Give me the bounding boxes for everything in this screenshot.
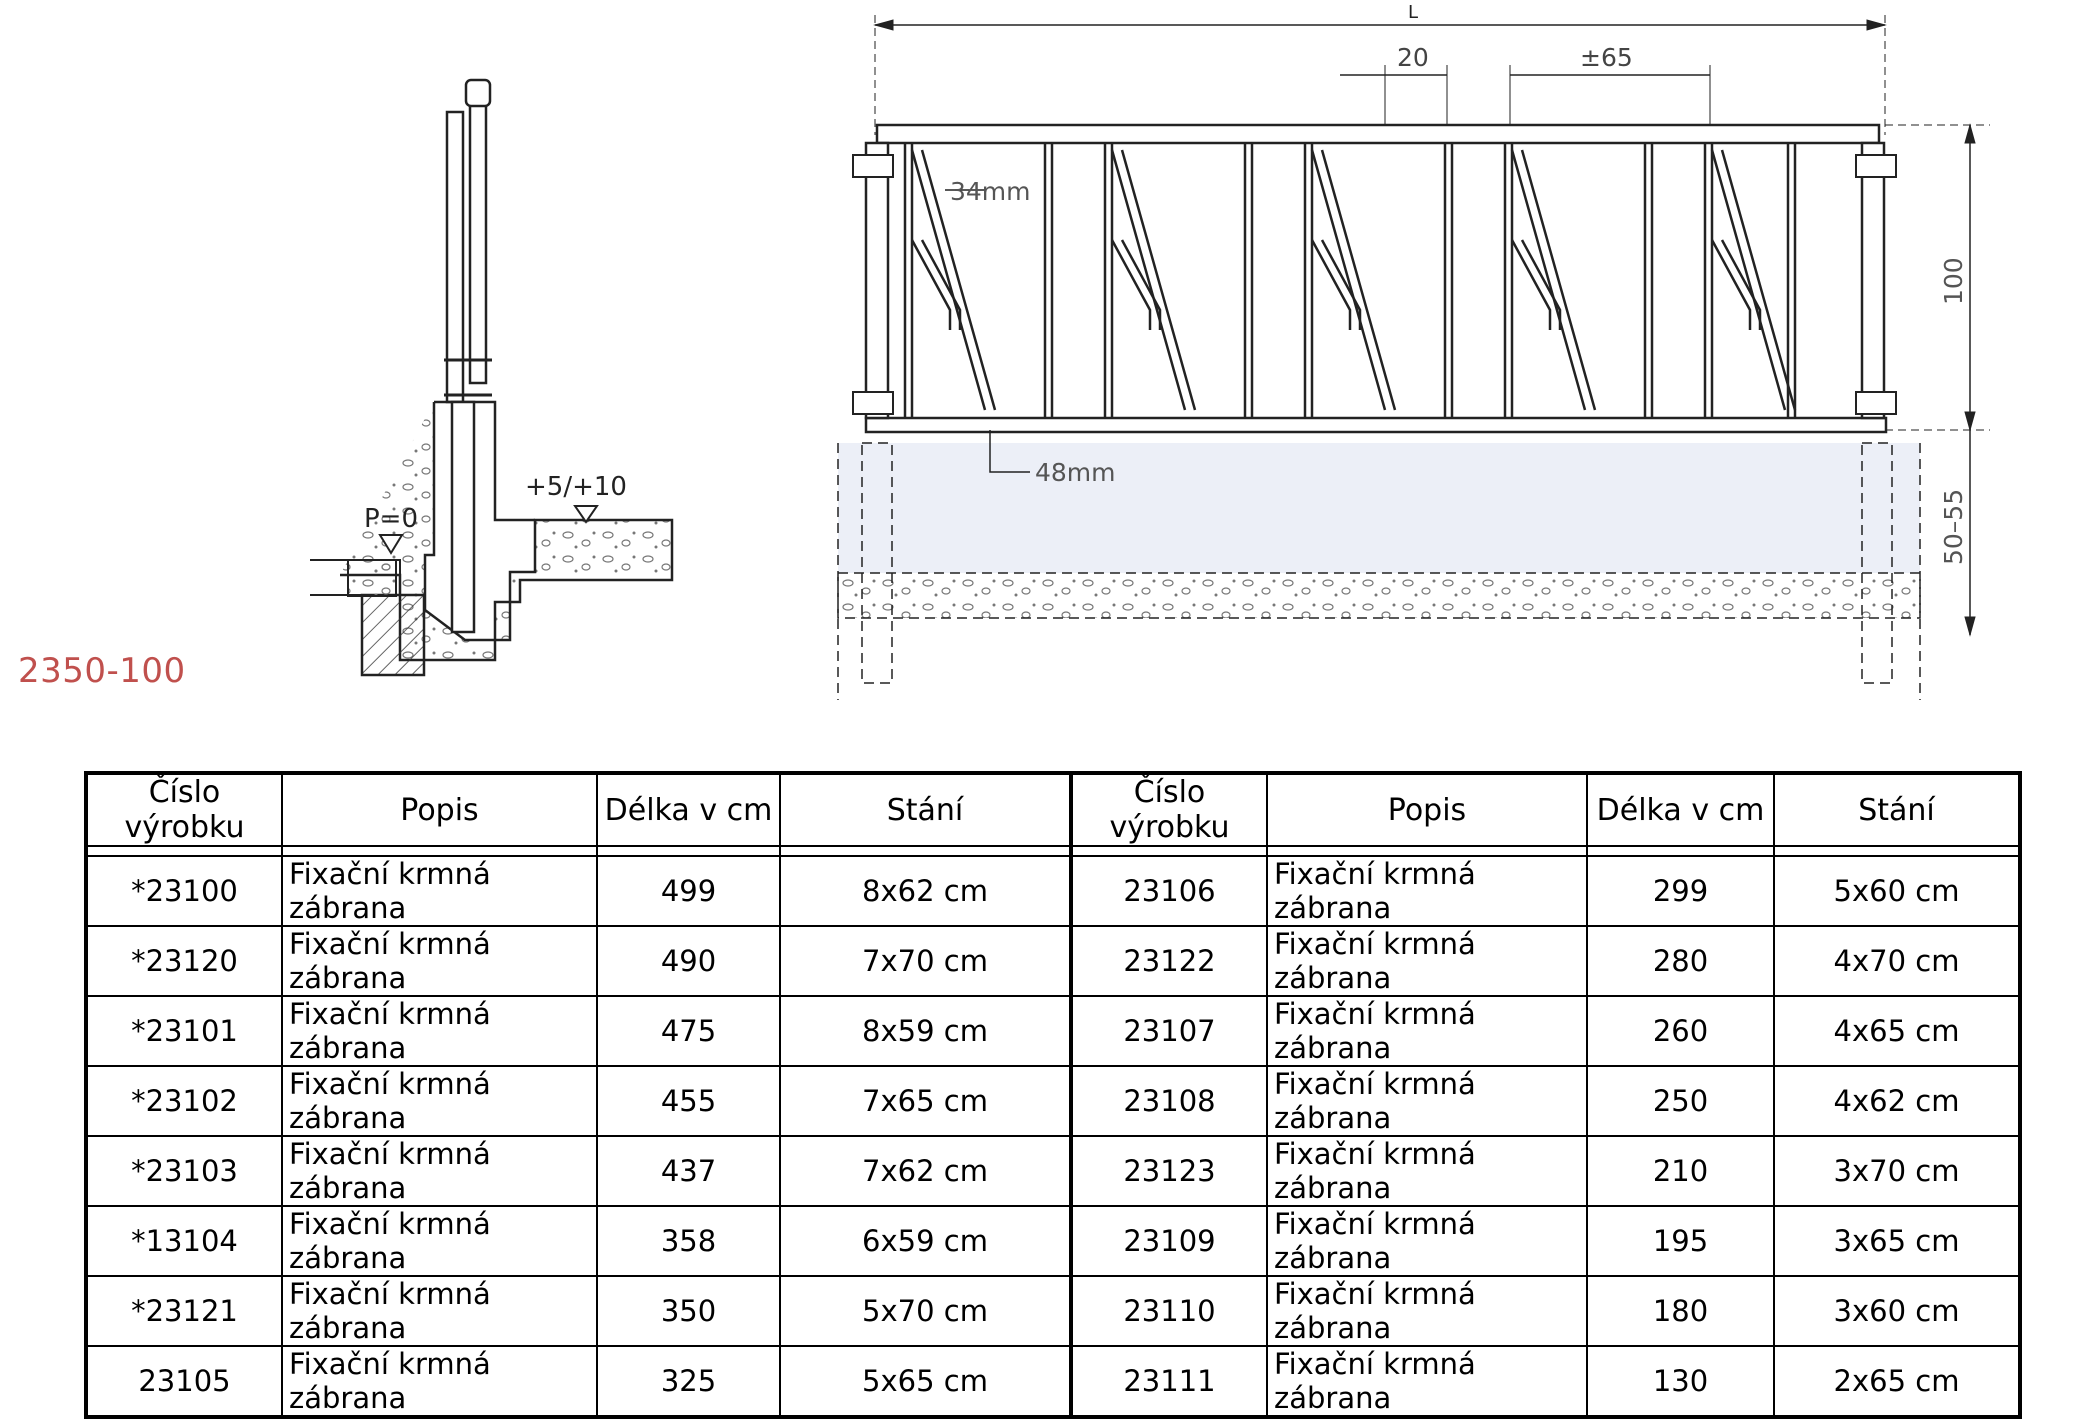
cell-delka-2: 210	[1586, 1135, 1775, 1207]
cell-stani-2: 3x65 cm	[1773, 1205, 2021, 1277]
cell-cislo-vyrobku: *23120	[85, 925, 283, 997]
cell-delka: 490	[596, 925, 781, 997]
cell-delka-2: 250	[1586, 1065, 1775, 1137]
cell-stani-2: 2x65 cm	[1773, 1345, 2021, 1418]
cell-stani: 5x65 cm	[779, 1345, 1073, 1418]
cell-popis: Fixační krmná zábrana	[281, 1205, 598, 1277]
dim-50-55-label: 50–55	[1939, 489, 1968, 565]
header-delka: Délka v cm	[596, 772, 781, 847]
cell-delka: 475	[596, 995, 781, 1067]
cell-popis: Fixační krmná zábrana	[281, 1135, 598, 1207]
cell-delka-2: 280	[1586, 925, 1775, 997]
cell-delka: 350	[596, 1275, 781, 1347]
cell-popis-2: Fixační krmná zábrana	[1266, 925, 1588, 997]
cell-delka-2: 260	[1586, 995, 1775, 1067]
cell-cislo-vyrobku: *23100	[85, 855, 283, 927]
header-delka-2: Délka v cm	[1586, 772, 1775, 847]
cell-popis-2: Fixační krmná zábrana	[1266, 1065, 1588, 1137]
cell-stani-2: 3x70 cm	[1773, 1135, 2021, 1207]
cell-popis-2: Fixační krmná zábrana	[1266, 1345, 1588, 1418]
cell-stani-2: 3x60 cm	[1773, 1275, 2021, 1347]
cell-stani-2: 4x62 cm	[1773, 1065, 2021, 1137]
side-section-view	[310, 78, 674, 677]
cell-popis: Fixační krmná zábrana	[281, 925, 598, 997]
cell-delka: 325	[596, 1345, 781, 1418]
dim-48mm-label: 48mm	[1035, 458, 1116, 487]
cell-popis-2: Fixační krmná zábrana	[1266, 995, 1588, 1067]
cell-popis-2: Fixační krmná zábrana	[1266, 1135, 1588, 1207]
length-label: L	[1408, 2, 1418, 23]
level-p0-label: P=0	[364, 504, 418, 534]
cell-popis-2: Fixační krmná zábrana	[1266, 1275, 1588, 1347]
header-popis-2: Popis	[1266, 772, 1588, 847]
cell-cislo-vyrobku: *23101	[85, 995, 283, 1067]
cell-cislo-vyrobku-2: 23107	[1070, 995, 1268, 1067]
technical-drawing: P=0 +5/+10	[310, 2, 1990, 700]
dim-100-label: 100	[1939, 257, 1968, 305]
dim-65-label: ±65	[1580, 43, 1633, 72]
cell-delka: 437	[596, 1135, 781, 1207]
header-stani: Stání	[779, 772, 1073, 847]
dim-20-label: 20	[1397, 43, 1429, 72]
cell-popis: Fixační krmná zábrana	[281, 1345, 598, 1418]
cell-delka: 499	[596, 855, 781, 927]
header-cislo-vyrobku-2: Číslo výrobku	[1070, 772, 1268, 847]
cell-delka-2: 195	[1586, 1205, 1775, 1277]
drawing-svg: P=0 +5/+10	[310, 2, 1990, 700]
cell-stani: 5x70 cm	[779, 1275, 1073, 1347]
cell-delka: 455	[596, 1065, 781, 1137]
cell-delka-2: 130	[1586, 1345, 1775, 1418]
cell-cislo-vyrobku-2: 23122	[1070, 925, 1268, 997]
cell-cislo-vyrobku: *23102	[85, 1065, 283, 1137]
cell-delka-2: 299	[1586, 855, 1775, 927]
product-code: 2350-100	[18, 651, 186, 691]
cell-cislo-vyrobku: *23121	[85, 1275, 283, 1347]
cell-cislo-vyrobku: 23105	[85, 1345, 283, 1418]
front-elevation-view	[837, 15, 1990, 700]
header-popis: Popis	[281, 772, 598, 847]
header-cislo-vyrobku: Číslo výrobku	[85, 772, 283, 847]
cell-cislo-vyrobku-2: 23106	[1070, 855, 1268, 927]
cell-delka: 358	[596, 1205, 781, 1277]
cell-popis: Fixační krmná zábrana	[281, 1065, 598, 1137]
cell-stani: 7x65 cm	[779, 1065, 1073, 1137]
cell-popis: Fixační krmná zábrana	[281, 855, 598, 927]
cell-cislo-vyrobku-2: 23109	[1070, 1205, 1268, 1277]
header-stani-2: Stání	[1773, 772, 2021, 847]
cell-stani-2: 5x60 cm	[1773, 855, 2021, 927]
cell-cislo-vyrobku-2: 23110	[1070, 1275, 1268, 1347]
cell-stani: 7x62 cm	[779, 1135, 1073, 1207]
cell-popis: Fixační krmná zábrana	[281, 1275, 598, 1347]
cell-stani: 8x59 cm	[779, 995, 1073, 1067]
cell-delka-2: 180	[1586, 1275, 1775, 1347]
cell-stani-2: 4x65 cm	[1773, 995, 2021, 1067]
cell-stani: 6x59 cm	[779, 1205, 1073, 1277]
cell-stani: 7x70 cm	[779, 925, 1073, 997]
cell-cislo-vyrobku-2: 23111	[1070, 1345, 1268, 1418]
cell-stani: 8x62 cm	[779, 855, 1073, 927]
product-table-container: Číslo výrobku Popis Délka v cm Stání Čís…	[84, 771, 2022, 1419]
product-table: Číslo výrobku Popis Délka v cm Stání Čís…	[84, 771, 2022, 1419]
level-plus-label: +5/+10	[525, 472, 627, 502]
table-header-row: Číslo výrobku Popis Délka v cm Stání Čís…	[85, 772, 2021, 847]
cell-popis: Fixační krmná zábrana	[281, 995, 598, 1067]
cell-cislo-vyrobku: *23103	[85, 1135, 283, 1207]
cell-stani-2: 4x70 cm	[1773, 925, 2021, 997]
dim-34mm-label: 34mm	[950, 177, 1031, 206]
cell-popis-2: Fixační krmná zábrana	[1266, 855, 1588, 927]
cell-popis-2: Fixační krmná zábrana	[1266, 1205, 1588, 1277]
cell-cislo-vyrobku: *13104	[85, 1205, 283, 1277]
table-spacer-row	[85, 845, 2021, 857]
cell-cislo-vyrobku-2: 23108	[1070, 1065, 1268, 1137]
cell-cislo-vyrobku-2: 23123	[1070, 1135, 1268, 1207]
